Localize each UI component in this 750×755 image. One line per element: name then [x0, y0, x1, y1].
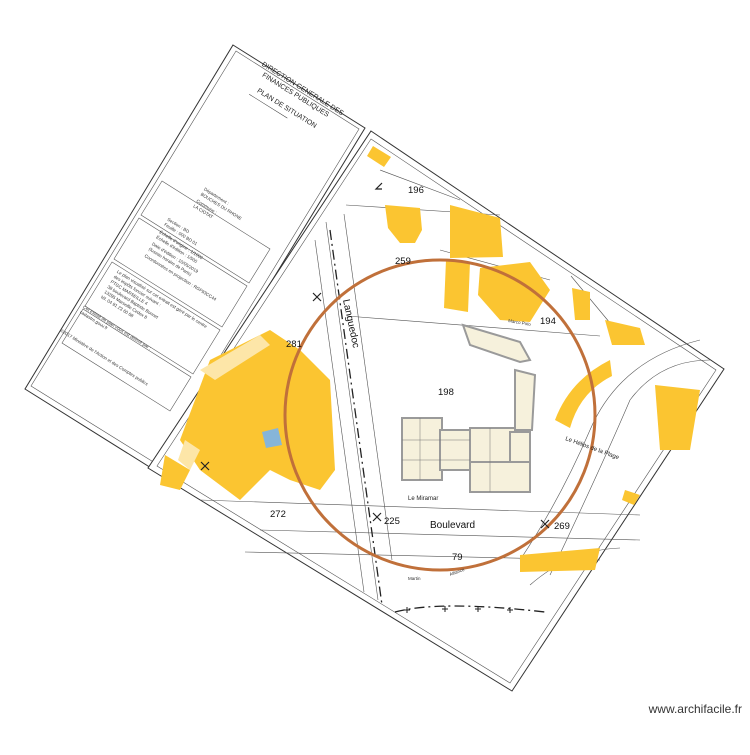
- parcel-196: 196: [408, 185, 424, 196]
- label-marco-polo: Marco Polo: [508, 318, 532, 327]
- buildings-pale: [178, 335, 270, 470]
- parcel-281: 281: [286, 339, 302, 350]
- parcel-79: 79: [452, 552, 463, 563]
- radius-circle: [283, 258, 597, 572]
- survey-markers: [200, 182, 550, 529]
- commune-boundary: [329, 229, 546, 613]
- watermark: www.archifacile.fr: [648, 702, 742, 716]
- project-floor-plan: [401, 323, 537, 493]
- info-boxes: [61, 180, 271, 412]
- parcel-194: 194: [540, 316, 556, 327]
- parcel-198: 198: [438, 387, 454, 398]
- label-miramar: Le Miramar: [408, 496, 438, 502]
- parcel-259: 259: [395, 256, 411, 267]
- label-alliance: Alliance: [449, 567, 466, 577]
- parcel-272: 272: [270, 509, 286, 520]
- street-boulevard: Boulevard: [430, 520, 475, 531]
- label-martin: Martin: [408, 576, 421, 581]
- plan-room-lines: [402, 418, 491, 492]
- parcel-225: 225: [384, 516, 400, 527]
- boundary-crosses: [404, 606, 513, 613]
- swimming-pool: [262, 428, 282, 448]
- parcel-269: 269: [554, 521, 570, 532]
